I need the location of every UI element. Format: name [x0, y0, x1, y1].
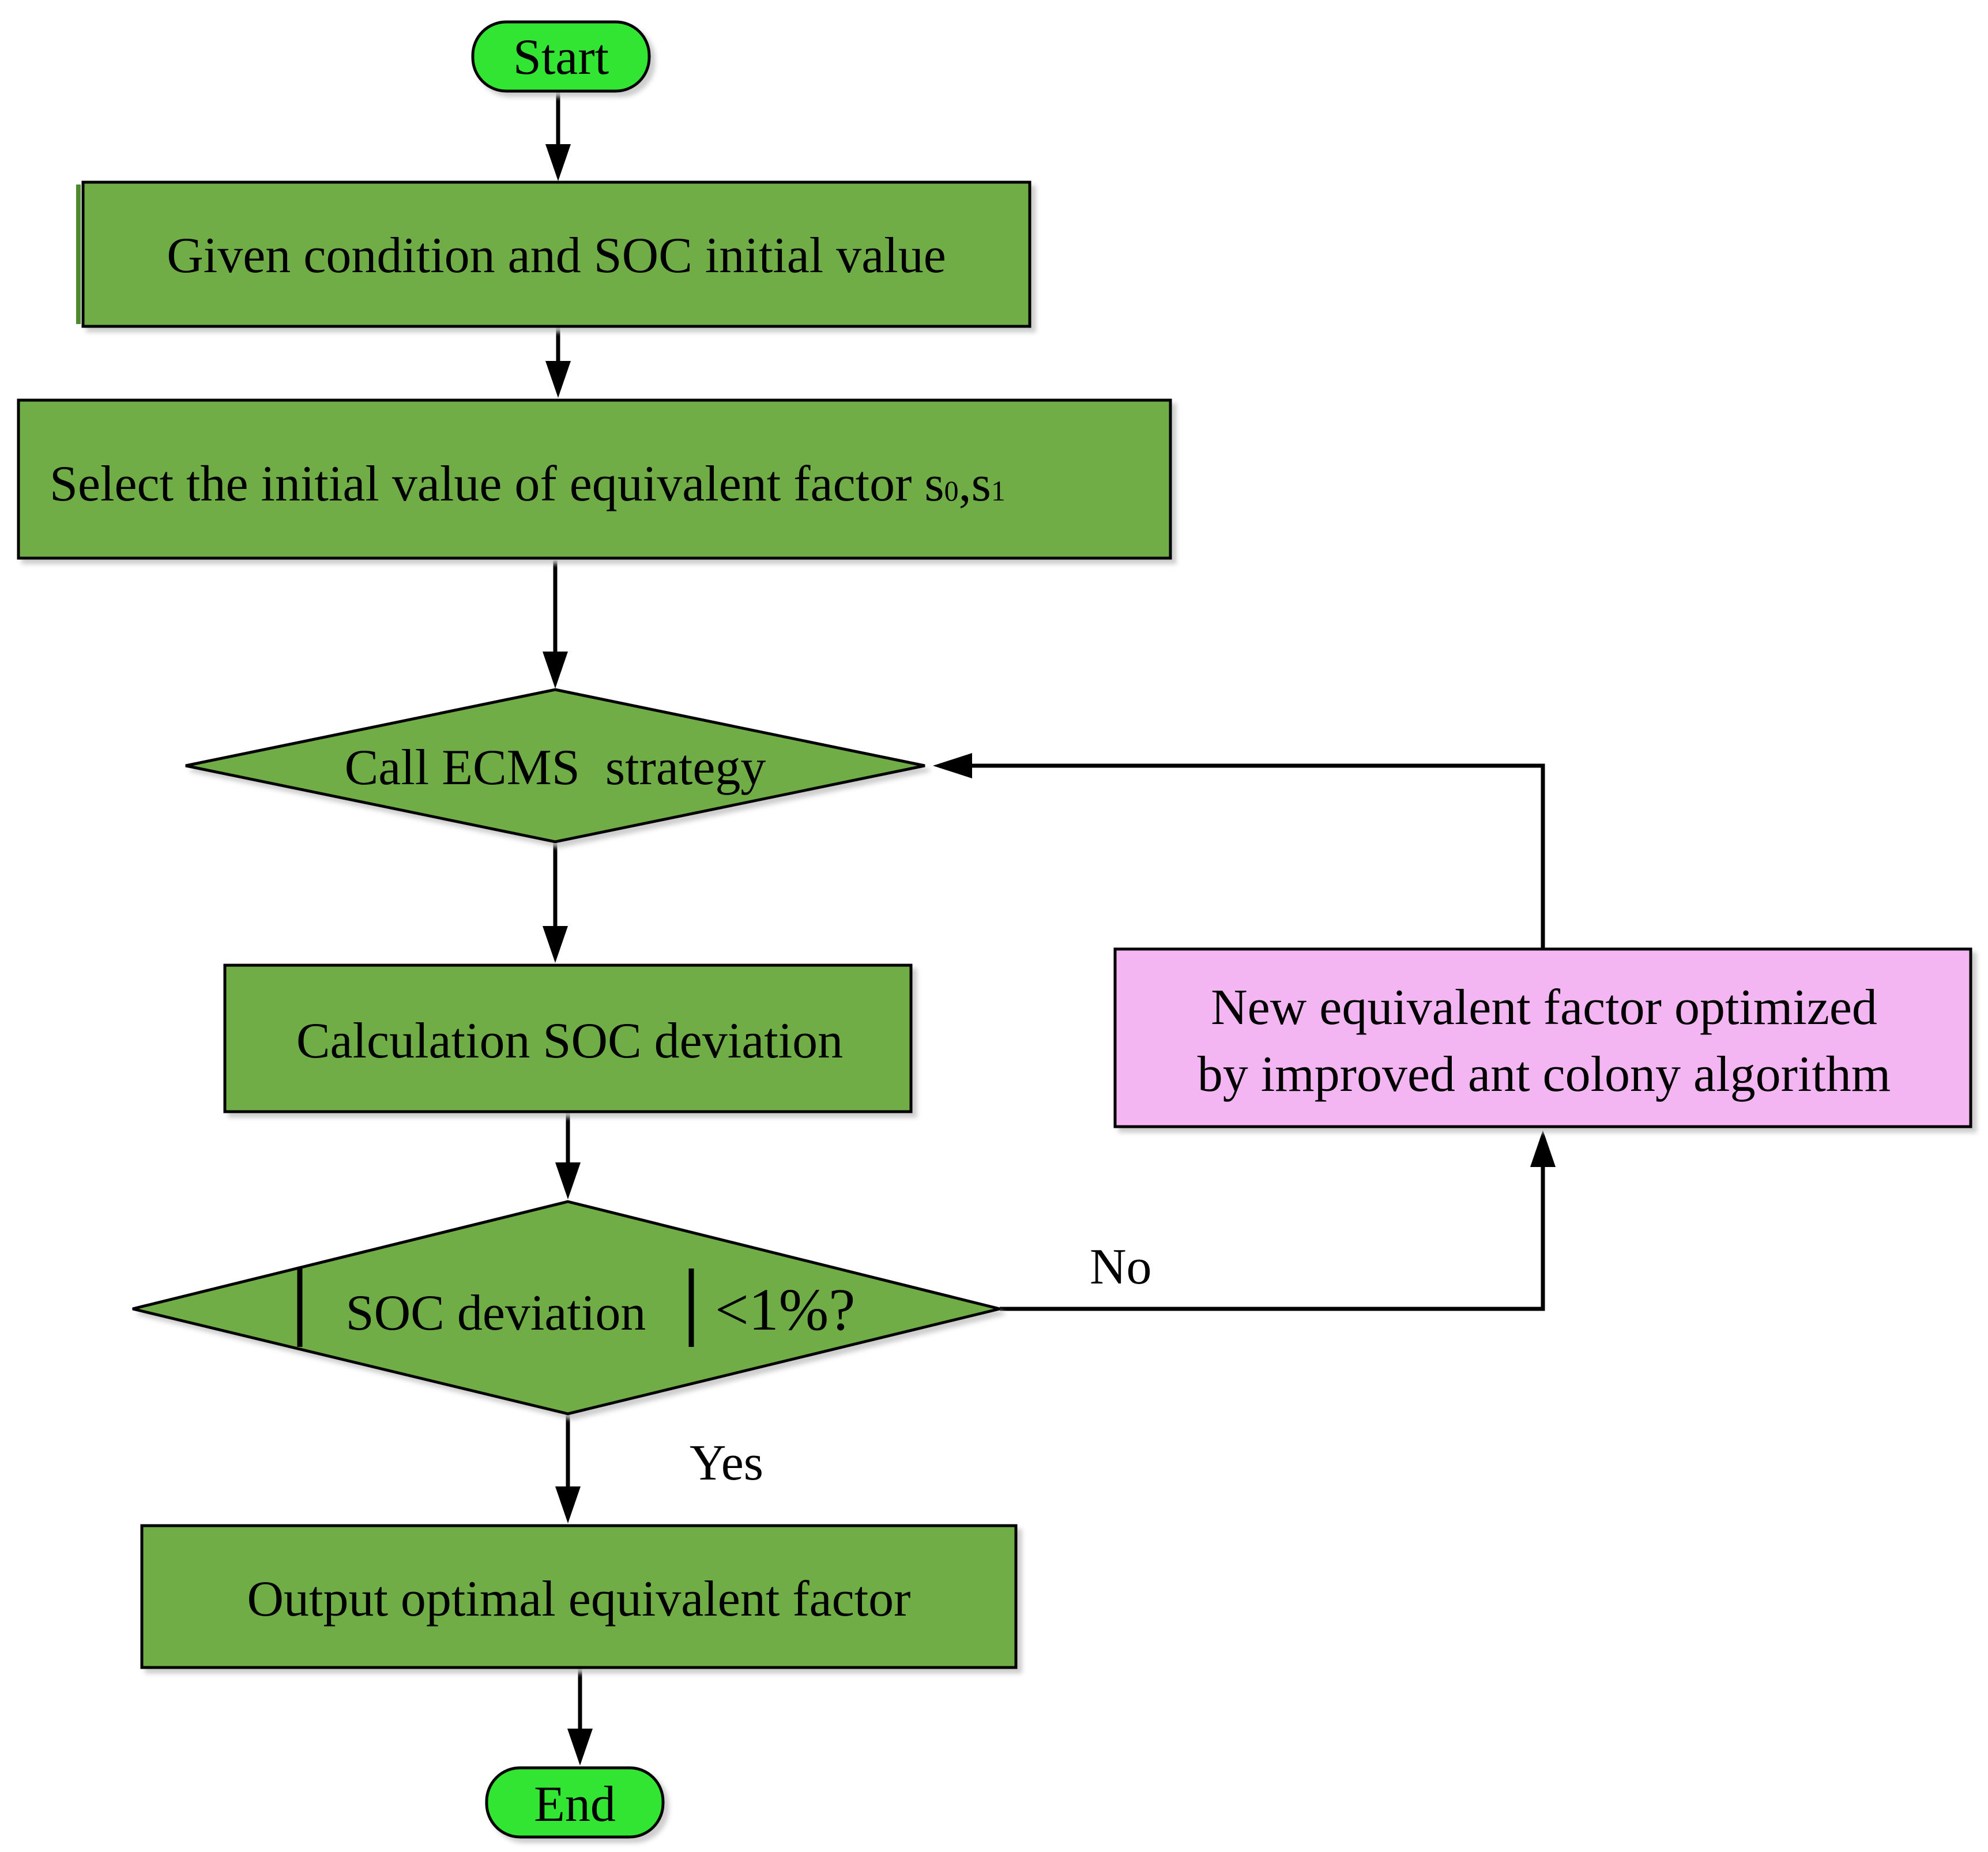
- optimizer-label-line2: by improved ant colony algorithm: [1198, 1047, 1891, 1102]
- output-label: Output optimal equivalent factor: [247, 1571, 910, 1627]
- optimizer-box: [1113, 947, 1972, 1128]
- optimizer-node: New equivalent factor optimized by impro…: [1113, 947, 1972, 1128]
- output-node: Output optimal equivalent factor: [140, 1524, 1018, 1669]
- arrowhead-call-return: [933, 753, 972, 778]
- given-node: Given condition and SOC initial value: [76, 180, 1031, 328]
- call-ecms-node: Call ECMS strategy: [185, 688, 925, 844]
- select-label-sub1: 1: [991, 475, 1006, 507]
- given-label: Given condition and SOC initial value: [167, 228, 946, 284]
- deviation-threshold-label: <1%?: [715, 1277, 855, 1343]
- edges: [543, 91, 1556, 1766]
- select-label-main: Select the initial value of equivalent f…: [50, 456, 944, 512]
- calc-node: Calculation SOC deviation: [223, 963, 913, 1113]
- optimizer-label-line1: New equivalent factor optimized: [1211, 980, 1877, 1036]
- select-label: Select the initial value of equivalent f…: [50, 456, 1006, 512]
- arrowhead-given: [545, 144, 571, 181]
- edge-optimizer-to-call: [967, 763, 1545, 949]
- call-ecms-diamond: [185, 688, 925, 844]
- select-label-sep: ,s: [959, 456, 991, 512]
- edge-decision-no-to-optimizer: [1000, 1162, 1545, 1311]
- end-terminal: End: [485, 1766, 665, 1839]
- call-ecms-label: Call ECMS strategy: [345, 740, 766, 796]
- arrowhead-calc: [543, 926, 568, 963]
- start-terminal: Start: [471, 20, 651, 93]
- select-box: [17, 398, 1172, 560]
- arrowhead-end: [567, 1729, 593, 1766]
- calc-box: [223, 963, 913, 1113]
- output-box: [140, 1524, 1018, 1669]
- select-node: Select the initial value of equivalent f…: [17, 398, 1172, 560]
- end-label: End: [534, 1776, 616, 1832]
- arrowhead-output: [555, 1486, 581, 1523]
- deviation-decision-node: SOC deviation <1%?: [132, 1200, 1000, 1416]
- arrowhead-optimizer: [1530, 1130, 1556, 1167]
- edge-label-yes: Yes: [690, 1435, 763, 1491]
- select-label-sub0: 0: [944, 475, 959, 507]
- start-shape: [471, 20, 651, 93]
- end-shape: [485, 1766, 665, 1839]
- calc-label: Calculation SOC deviation: [296, 1013, 843, 1069]
- arrowhead-decision: [555, 1162, 581, 1199]
- start-label: Start: [513, 29, 609, 85]
- arrowhead-select: [545, 361, 571, 398]
- deviation-decision-diamond: [132, 1200, 1000, 1416]
- edge-label-no: No: [1090, 1239, 1152, 1295]
- given-box: [81, 180, 1031, 328]
- arrowhead-call: [543, 652, 568, 688]
- deviation-label: SOC deviation: [346, 1285, 646, 1341]
